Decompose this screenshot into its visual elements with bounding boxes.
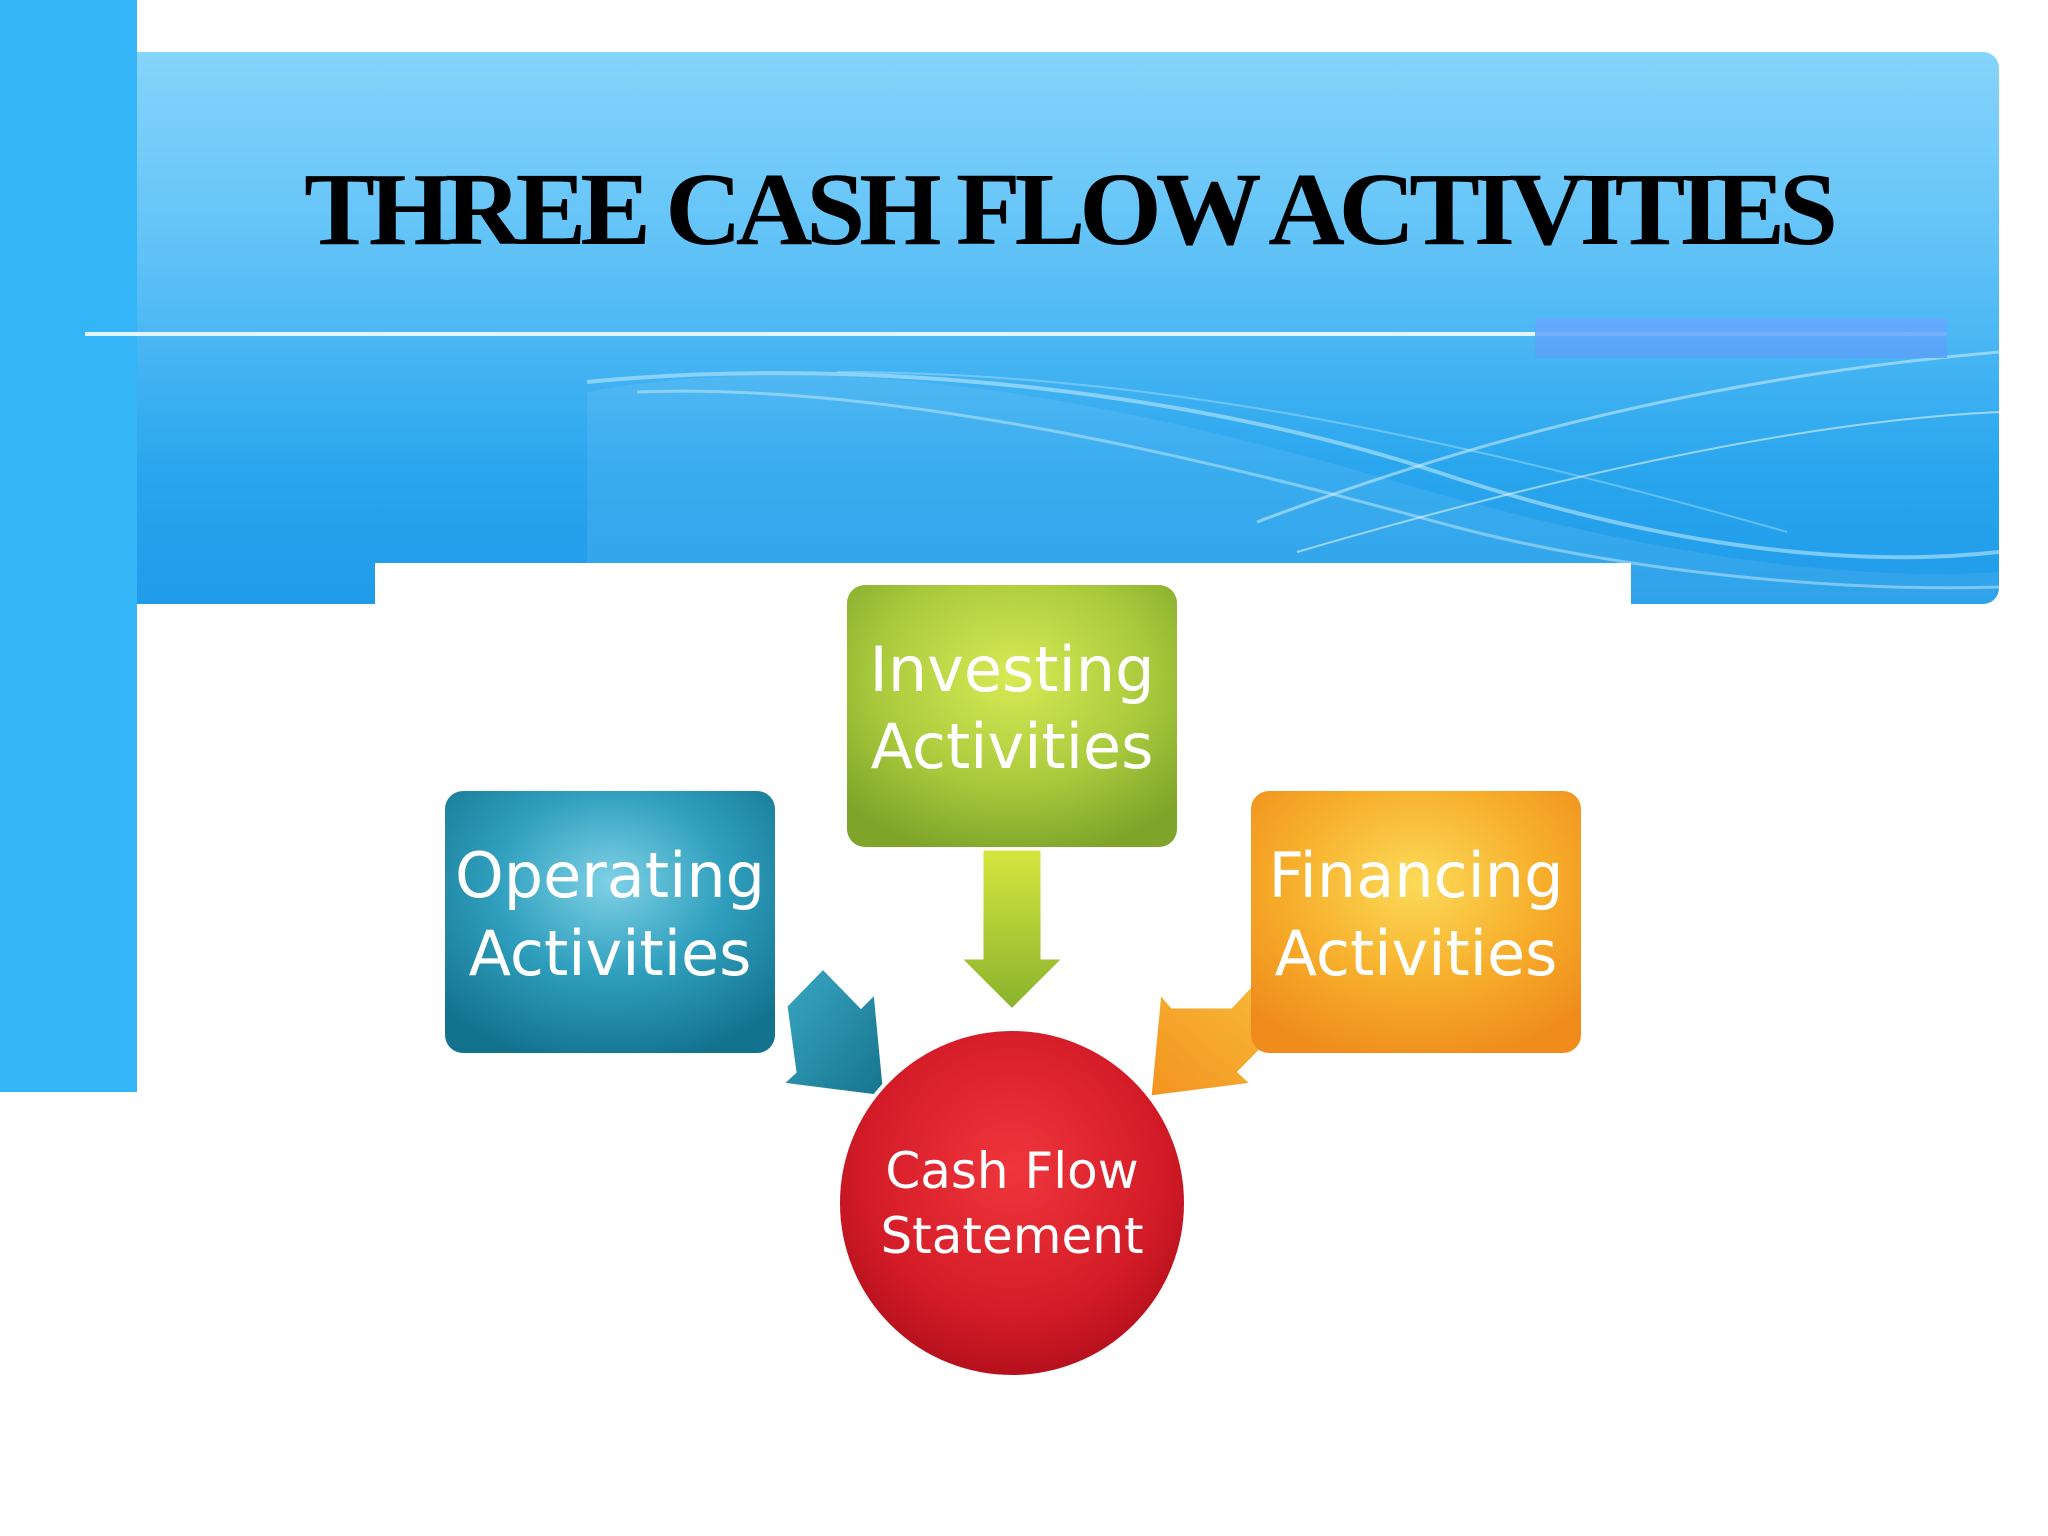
left-accent-bar (0, 0, 137, 1092)
divider-accent-block (1535, 318, 1947, 358)
arrow-investing-to-statement (956, 847, 1068, 1013)
statement-label-line1: Cash Flow (885, 1142, 1138, 1200)
banner-wave-decoration (586, 350, 1999, 604)
financing-label-line2: Activities (1275, 917, 1558, 990)
slide-title: THREE CASH FLOW ACTIVITIES (304, 152, 1838, 267)
node-investing-activities: Investing Activities (847, 585, 1177, 847)
cash-flow-diagram: Investing Activities Operating Activitie… (445, 585, 1581, 1379)
diagram-panel: Investing Activities Operating Activitie… (375, 563, 1631, 1498)
title-divider (85, 332, 1947, 336)
node-financing-activities: Financing Activities (1251, 791, 1581, 1053)
financing-label-line1: Financing (1269, 839, 1564, 912)
investing-label-line1: Investing (870, 633, 1155, 706)
operating-label-line2: Activities (469, 917, 752, 990)
operating-label-line1: Operating (455, 839, 765, 912)
statement-label-line2: Statement (880, 1207, 1143, 1265)
node-cash-flow-statement: Cash Flow Statement (836, 1027, 1188, 1379)
arrow-operating-to-statement (778, 965, 887, 1099)
node-operating-activities: Operating Activities (445, 791, 775, 1053)
investing-label-line2: Activities (871, 710, 1154, 783)
